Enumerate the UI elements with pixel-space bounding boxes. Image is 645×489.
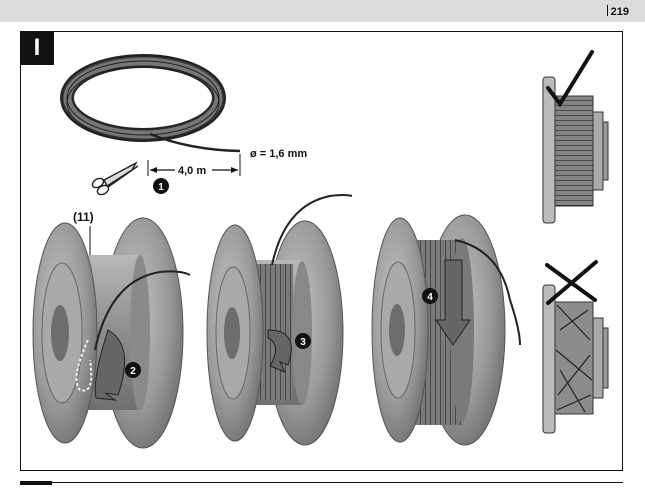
- cross-mark-icon: [545, 260, 598, 305]
- line-coil: [60, 54, 241, 153]
- spool-incorrect-example: [542, 284, 609, 434]
- step-1-number: 1: [158, 182, 164, 193]
- footer-mark: [20, 481, 52, 485]
- length-dimension: [147, 154, 241, 176]
- step-4-badge: [422, 288, 438, 304]
- header-band: [0, 0, 645, 22]
- figure-frame: [20, 31, 623, 471]
- spool-correct-example: [542, 76, 609, 224]
- length-label: 4,0 m: [178, 165, 206, 177]
- page-number-text: 219: [610, 6, 629, 18]
- section-badge: I: [20, 31, 54, 65]
- step-2-badge: [125, 362, 141, 378]
- step-2-number: 2: [130, 366, 136, 377]
- page-number: 219: [606, 5, 629, 18]
- step-3-badge: [295, 333, 311, 349]
- footer-rule: [52, 482, 623, 483]
- spool-step-3: [206, 194, 353, 446]
- step-1-badge: [153, 178, 169, 194]
- step-4-number: 4: [427, 292, 433, 303]
- spool-step-4: [371, 214, 521, 446]
- scissors-icon: [91, 161, 139, 196]
- step-3-number: 3: [300, 337, 306, 348]
- part-number-label: (11): [73, 210, 94, 224]
- spool-step-2: [32, 217, 191, 449]
- diameter-label: ø = 1,6 mm: [250, 148, 307, 160]
- check-mark-icon: [546, 50, 594, 108]
